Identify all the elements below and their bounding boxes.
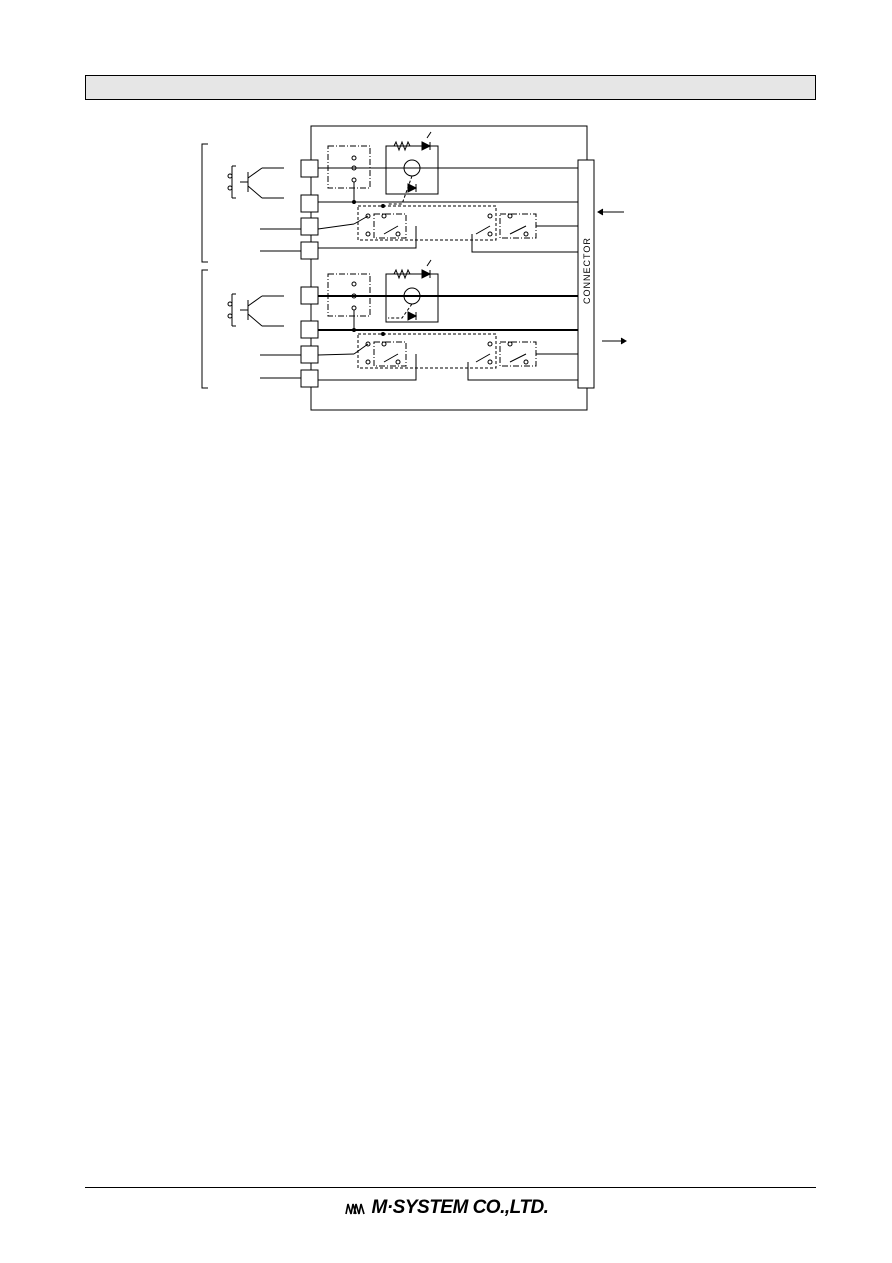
output-arrow-head <box>620 337 627 345</box>
ch1-bracket <box>201 143 208 263</box>
circuit-diagram-svg: CONNECTOR <box>201 125 627 411</box>
ch1-terminal-2 <box>300 194 319 213</box>
ch2-terminal-1 <box>300 286 319 305</box>
ch2-terminal-2 <box>300 320 319 339</box>
ch2-terminal-3 <box>300 345 319 364</box>
circuit-diagram: CONNECTOR <box>180 118 640 418</box>
footer-rule <box>85 1187 816 1188</box>
ch1-terminal-4 <box>300 241 319 260</box>
connector-block <box>577 159 595 389</box>
input-arrow-head <box>597 208 604 216</box>
ch2-terminal-4 <box>300 369 319 388</box>
ch1-terminal-1 <box>300 159 319 178</box>
section-header-bar <box>85 75 816 100</box>
ch1-terminal-3 <box>300 217 319 236</box>
company-logo: M·SYSTEM CO.,LTD. <box>0 1196 892 1220</box>
company-name: M·SYSTEM CO.,LTD. <box>371 1197 549 1218</box>
m-system-logo-icon <box>344 1203 365 1215</box>
ch2-bracket <box>201 269 208 389</box>
connector-label: CONNECTOR <box>582 237 592 304</box>
